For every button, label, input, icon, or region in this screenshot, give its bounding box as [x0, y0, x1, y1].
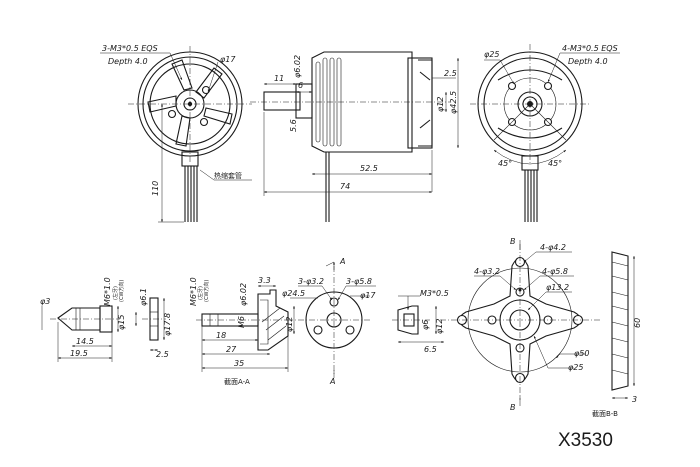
mount-dia-50: φ50 [574, 349, 589, 358]
adapter-dim-3-3: 3.3 [258, 276, 271, 285]
side-shaft [263, 91, 301, 111]
rear-dia-25: φ25 [484, 50, 499, 59]
front-view: 3-M3*0.5 EQS Depth 4.0 φ17 110 热缩套管 [100, 44, 252, 223]
heat-shrink-label: 热缩套管 [214, 171, 242, 180]
nut-len-2-5: 2.5 [156, 350, 169, 359]
adapter-dim-18: 18 [216, 331, 226, 340]
front-thread-callout: 3-M3*0.5 EQS [102, 44, 158, 53]
set-screw-thread: M3*0.5 [420, 289, 449, 298]
adapter-dim-phi6: φ6.02 [239, 283, 248, 306]
section-b-b-label: 截面B-B [592, 409, 618, 418]
side-dim-phi42-5: φ42.5 [449, 91, 458, 114]
model-number: X3530 [558, 430, 613, 451]
front-dia-17: φ17 [220, 55, 236, 64]
side-shaft-dia: φ6.02 [293, 55, 302, 78]
adapter-dim-phi12: φ12 [285, 317, 294, 332]
set-screw-body [397, 305, 419, 335]
bullet-len-19-5: 19.5 [70, 349, 88, 358]
adapter-dia-17: φ17 [360, 291, 376, 300]
mount-height-60: 60 [633, 318, 642, 328]
rear-depth-callout: Depth 4.0 [568, 57, 608, 66]
mount-side-plate [611, 251, 629, 391]
mount-holes-5-8: 4-φ5.8 [542, 267, 568, 276]
front-screw-hole [199, 117, 209, 127]
bullet-dia-15: φ15 [117, 315, 126, 330]
section-a-top: A [339, 257, 345, 266]
nut-dia-17-8: φ17.8 [163, 313, 172, 336]
adapter-dim-m6: M6 [237, 316, 246, 328]
side-dim-2-5: 2.5 [444, 69, 457, 78]
adapter-holes-5-8: 3-φ5.8 [346, 277, 372, 286]
rear-screw-hole [543, 81, 553, 91]
prop-adapter-view: M6*1.0 (左牙) (CW方向) 3.3 φ6.02 M6 φ12 18 2… [189, 276, 296, 386]
side-dim-6: 6 [298, 81, 303, 90]
side-dim-phi12: φ12 [436, 97, 445, 112]
adapter-holes-3-2: 3-φ3.2 [298, 277, 324, 286]
nut-dia-6-1: φ6.1 [139, 288, 148, 306]
adapter-dim-27: 27 [226, 345, 237, 354]
side-dim-5-6: 5.6 [289, 119, 298, 132]
side-dim-52-5: 52.5 [360, 164, 378, 173]
rear-lead-wires [521, 155, 539, 222]
front-depth-callout: Depth 4.0 [108, 57, 148, 66]
adapter-front-hole [313, 325, 323, 335]
cross-mount-view: B B 4-φ4.2 4-φ3.2 4-φ5.8 φ13.2 φ50 φ25 [440, 237, 600, 412]
section-a-a-label: 截面A-A [224, 377, 250, 386]
rear-thread-callout: 4-M3*0.5 EQS [562, 44, 618, 53]
front-screw-hole [167, 109, 177, 119]
mount-dia-25: φ25 [568, 363, 583, 372]
mount-holes-4-2: 4-φ4.2 [540, 243, 566, 252]
front-spokes [147, 59, 233, 147]
section-b-top: B [510, 237, 516, 246]
adapter-dim-35: 35 [234, 359, 244, 368]
mount-holes-3-2: 4-φ3.2 [474, 267, 500, 276]
mount-side-view: 60 3 截面B-B [592, 251, 642, 418]
bullet-connector-view: φ3 M6*1.0 (左牙) (CW方向) φ15 14.5 19.5 [40, 277, 126, 362]
bullet-thread-note2: (CW方向) [118, 280, 125, 302]
section-a-bottom: A [329, 377, 335, 386]
nut-view: φ6.1 φ17.8 2.5 [135, 288, 172, 359]
adapter-thread: M6*1.0 [189, 277, 198, 306]
side-bell [311, 51, 413, 153]
bullet-dia-3: φ3 [40, 297, 50, 306]
rear-view: 45° 45° φ25 4-M3*0.5 EQS Depth 4.0 [470, 44, 620, 222]
side-view: 11 6 φ6.02 5.6 2.5 φ12 φ42.5 52.5 74 [250, 51, 459, 222]
bullet-thread-note1: (左牙) [112, 286, 119, 300]
adapter-flange [257, 289, 289, 351]
bullet-len-14-5: 14.5 [76, 337, 94, 346]
section-b-bottom: B [510, 403, 516, 412]
front-height-110: 110 [151, 181, 160, 196]
front-lead-wires [181, 151, 199, 222]
adapter-front-hole [345, 325, 355, 335]
adapter-front-view: A A 3-φ3.2 3-φ5.8 φ24.5 φ17 [282, 257, 376, 386]
set-screw-dia-12: φ12 [435, 319, 444, 334]
rear-angle-left: 45° [498, 159, 512, 168]
adapter-thread-note2: (CW方向) [203, 280, 210, 302]
side-dim-11: 11 [274, 74, 284, 83]
set-screw-view: M3*0.5 φ6 φ12 6.5 [392, 289, 449, 354]
set-screw-len: 6.5 [424, 345, 437, 354]
adapter-thread-note1: (左牙) [197, 286, 204, 300]
mount-thickness-3: 3 [632, 395, 637, 404]
mount-dia-13-2: φ13.2 [546, 283, 569, 292]
bullet-thread: M6*1.0 [103, 277, 112, 306]
rear-screw-hole [507, 81, 517, 91]
side-dim-74: 74 [340, 182, 350, 191]
adapter-dia-24-5: φ24.5 [282, 289, 305, 298]
set-screw-dia-6: φ6 [421, 320, 430, 330]
rear-angle-right: 45° [548, 159, 562, 168]
